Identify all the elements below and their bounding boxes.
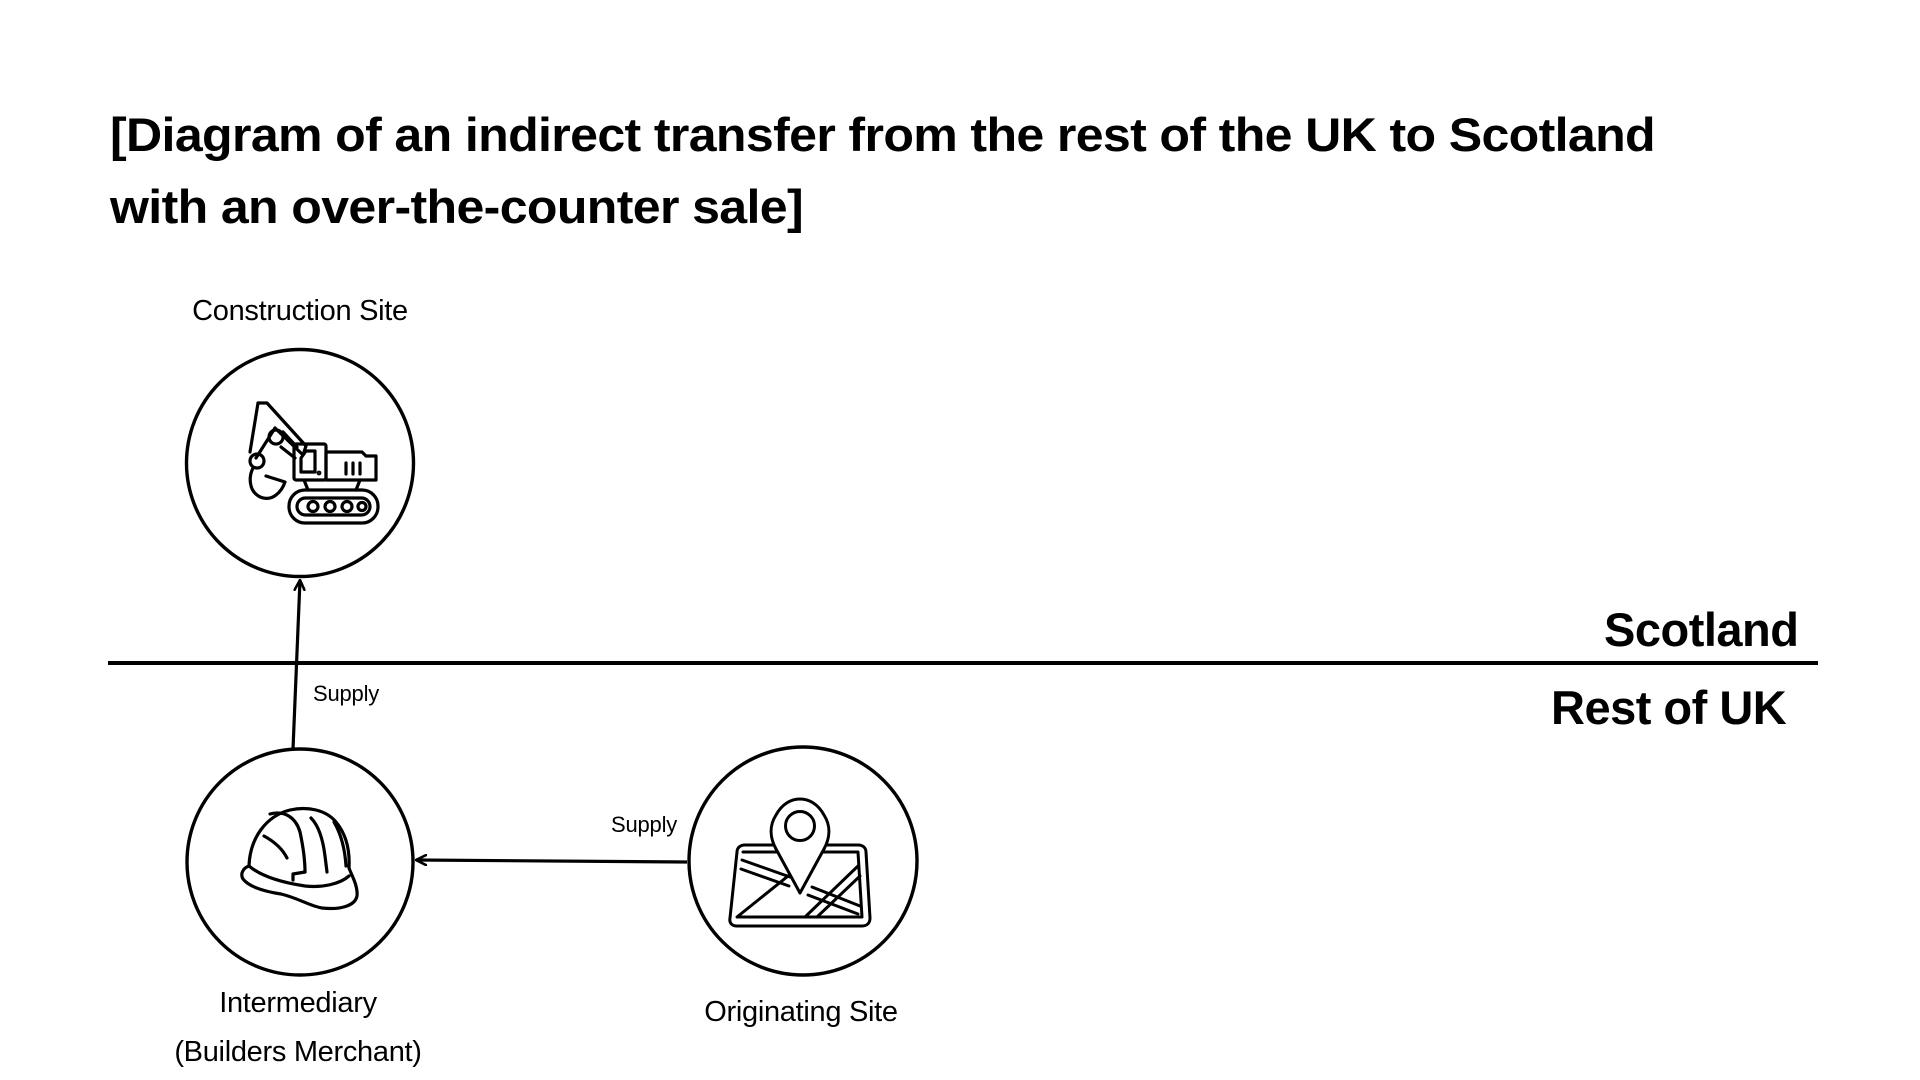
supply-label-intermediary-to-construction: Supply: [313, 681, 380, 706]
hard-hat-icon: [240, 806, 359, 911]
excavator-icon: [248, 401, 380, 525]
originating-site-label: Originating Site: [704, 996, 898, 1028]
intermediary-label: Intermediary: [219, 987, 377, 1019]
construction-site-label: Construction Site: [192, 295, 408, 327]
supply-arrow-to-construction-site: [291, 580, 300, 750]
map-pin-icon: [728, 797, 872, 928]
region-label-rest-of-uk: Rest of UK: [1551, 681, 1787, 734]
diagram-title-line-2: with an over-the-counter sale]: [110, 180, 804, 233]
diagram-title-line-1: [Diagram of an indirect transfer from th…: [110, 108, 1656, 161]
intermediary-node: [185, 747, 415, 977]
supply-label-originating-to-intermediary: Supply: [611, 812, 678, 837]
region-label-scotland: Scotland: [1604, 603, 1799, 656]
intermediary-sublabel: (Builders Merchant): [174, 1036, 422, 1068]
supply-arrow-to-intermediary: [416, 860, 688, 862]
